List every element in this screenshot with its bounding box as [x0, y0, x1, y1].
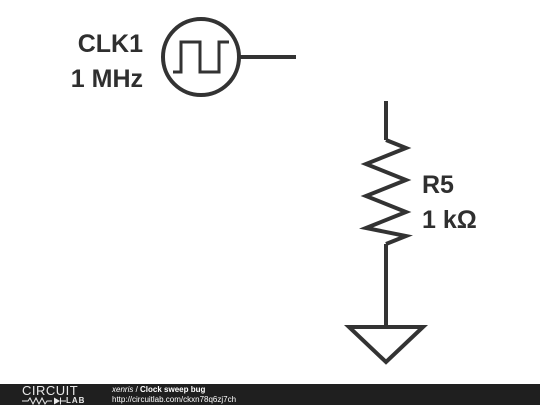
- resistor-name-label: R5: [422, 171, 454, 199]
- logo-resistor-diode-icon: [22, 396, 66, 405]
- clock-source[interactable]: CLK1 1 MHz: [71, 17, 296, 97]
- footer-info: xenris / Clock sweep bug http://circuitl…: [112, 385, 236, 405]
- title-separator: /: [133, 385, 141, 394]
- resistor-zigzag: [359, 138, 413, 246]
- ground-triangle: [343, 325, 429, 365]
- circuit-title: Clock sweep bug: [140, 385, 206, 394]
- resistor-value-label: 1 kΩ: [422, 206, 477, 234]
- author-link[interactable]: xenris: [112, 385, 134, 394]
- square-wave-symbol: [173, 40, 229, 74]
- ground-symbol[interactable]: [343, 325, 429, 365]
- logo-text-lab: LAB: [66, 396, 86, 405]
- footer-bar: [0, 384, 540, 405]
- circuit-url-link[interactable]: http://circuitlab.com/ckxn78q6zj7ch: [112, 395, 237, 404]
- clock-value-label: 1 MHz: [71, 65, 143, 93]
- footer-title-line: xenris / Clock sweep bug: [112, 385, 236, 395]
- logo-text-circuit: CIRCUIT: [22, 383, 79, 398]
- circuitlab-logo[interactable]: CIRCUIT LAB: [22, 383, 94, 405]
- clock-name-label: CLK1: [78, 30, 143, 58]
- resistor-r5[interactable]: R5 1 kΩ: [359, 101, 477, 327]
